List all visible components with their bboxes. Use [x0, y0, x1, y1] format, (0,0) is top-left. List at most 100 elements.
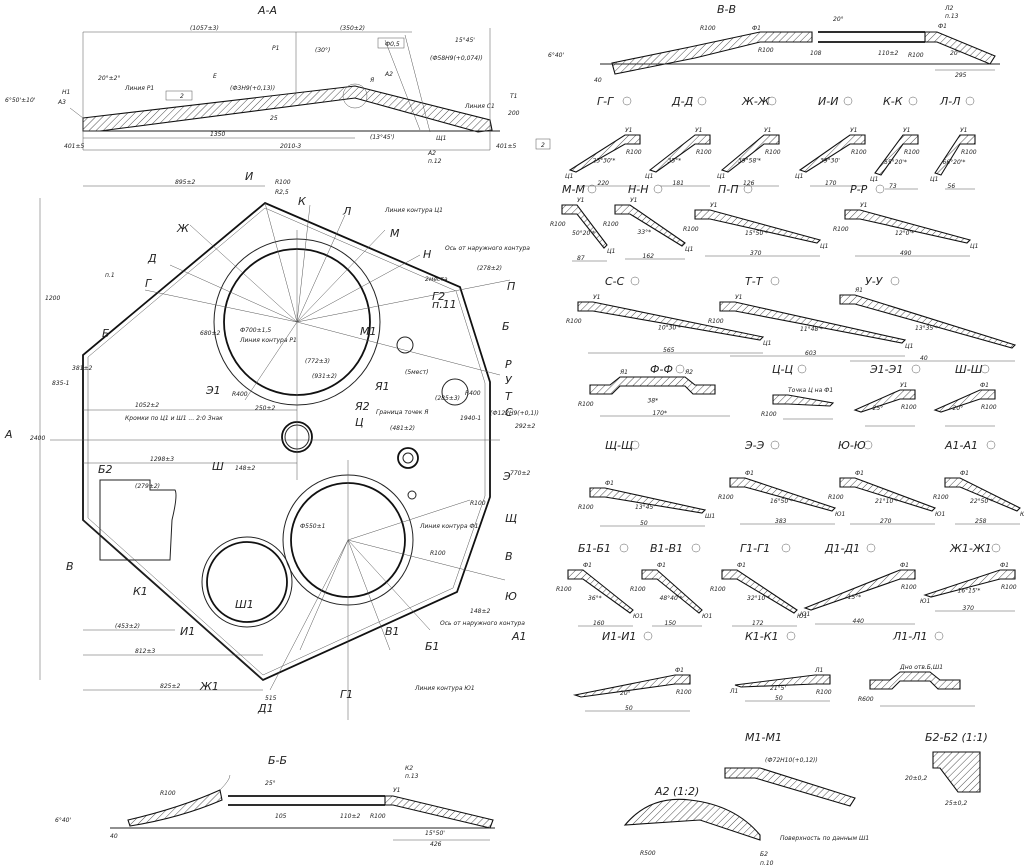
point-label: Ц1 [820, 243, 828, 250]
angle-text: 22°50'* [970, 498, 993, 505]
section-cut-mark: Э [502, 470, 511, 483]
section-title: Н-Н [628, 183, 649, 196]
angle-text: 10°30'* [658, 325, 681, 332]
section-title: И-И [818, 95, 838, 108]
section-cut-mark: К1 [133, 585, 148, 598]
dim-text: 50 [625, 705, 633, 712]
dim-text: 148±2 [235, 465, 255, 472]
dim-text: 490 [900, 250, 912, 257]
section-profile [614, 204, 686, 247]
dim-text: 170 [825, 180, 837, 187]
small-bore [206, 541, 288, 623]
rotation-symbol-icon [691, 543, 701, 553]
label: Л2 [944, 5, 954, 12]
section-cut-mark: п.11 [432, 298, 457, 311]
dim-text: 401±5 [496, 143, 516, 150]
dim-text: 383 [775, 518, 787, 525]
section-cut-mark: У [505, 374, 513, 387]
section-cut-mark: К [298, 195, 307, 208]
rotation-symbol-icon [991, 543, 1001, 553]
detail-view-a2: А2 (1:2) R500 Б2 п.10 Поверхность по дан… [623, 785, 869, 867]
angle-text: (30°) [315, 47, 330, 54]
dim-text: 250±2 [255, 405, 275, 412]
dim-text: 126 [743, 180, 755, 187]
section-cut-mark: С [505, 406, 513, 419]
section-29 [869, 631, 975, 707]
tolerance-text: (Ф58Н9(+0,074)) [430, 55, 483, 62]
angle-text: 15°50'* [745, 230, 768, 237]
section-profile [648, 134, 711, 173]
dim-text: 292±2 [515, 423, 535, 430]
radius-text: R100 [578, 504, 594, 511]
section-title: Ю-Ю [838, 439, 866, 452]
section-profile [944, 477, 1021, 512]
section-cut-mark: Я1 [374, 380, 390, 393]
dim-text: 515 [265, 695, 277, 702]
dim-text: 295 [955, 72, 967, 79]
label: Б2 [760, 851, 768, 858]
section-title: Ш-Ш [955, 363, 983, 376]
radius-text: R100 [828, 494, 844, 501]
section-title: Л-Л [939, 95, 961, 108]
dim-text: 370 [750, 250, 762, 257]
radius-text: R100 [550, 221, 566, 228]
dim-text: 1052±2 [135, 402, 159, 409]
rotation-symbol-icon [587, 184, 597, 194]
section-cut-mark: Т [505, 390, 513, 403]
section-title: Д-Д [671, 95, 694, 108]
radius-text: R100 [816, 689, 832, 696]
dim-text: (350±2) [340, 25, 365, 32]
dim-text: 220 [598, 180, 610, 187]
point-label: Ц1 [685, 246, 693, 253]
section-profile [694, 209, 822, 244]
section-20 [839, 440, 936, 525]
dim-text: 40 [594, 77, 602, 84]
rotation-symbol-icon [911, 364, 921, 374]
radius-text: R100 [578, 401, 594, 408]
rotation-symbol-icon [743, 184, 753, 194]
angle-text: 15°45' [455, 37, 475, 44]
section-view-texts: Г-Г22025°30'*R100У1Ц1Д-Д18135°*R100У1Ц1Ж… [550, 95, 1024, 712]
dim-text: Ф700±1,5 [240, 327, 271, 334]
dim-text: 162 [643, 253, 655, 260]
section-cut-mark: А [4, 428, 13, 441]
rotation-symbol-icon [890, 276, 900, 286]
rotation-symbol-icon [653, 184, 663, 194]
radius-text: R100 [765, 149, 781, 156]
section-title: И1-И1 [602, 630, 636, 643]
label: А2 [384, 71, 393, 78]
point-label: У1 [577, 197, 584, 204]
section-5 [874, 96, 919, 190]
view-title: В-В [717, 3, 736, 16]
plan-view: 895±224001200835-1381±21052±21298±3(279±… [4, 170, 539, 720]
dim-text: 148±2 [470, 608, 490, 615]
section-profile [729, 477, 837, 512]
angle-text: 36°* [588, 595, 602, 602]
label: п.13 [945, 13, 959, 20]
dim-text: 370 [963, 605, 975, 612]
outer-contour [82, 201, 491, 682]
angle-text: 38* [648, 398, 659, 405]
rotation-symbol-icon [770, 440, 780, 450]
section-title: Э-Э [744, 439, 765, 452]
dim-text: 440 [853, 618, 865, 625]
radius-text: R100 [708, 318, 724, 325]
dim-text: 1200 [45, 295, 60, 302]
label: Линия С1 [464, 103, 495, 110]
rotation-symbol-icon [767, 96, 777, 106]
radius-text: R100 [566, 318, 582, 325]
section-7 [561, 184, 608, 262]
section-cut-mark: Д [147, 252, 157, 265]
section-title: Б1-Б1 [578, 542, 611, 555]
dim-text: (1057±3) [190, 25, 219, 32]
dim-text: 770±2 [510, 470, 530, 477]
dim-text: 25 [270, 115, 278, 122]
angle-text: 33°* [638, 229, 652, 236]
angle-text: 20°±2° [98, 75, 120, 82]
leader-label: Линия контура Ю1 [414, 685, 475, 692]
